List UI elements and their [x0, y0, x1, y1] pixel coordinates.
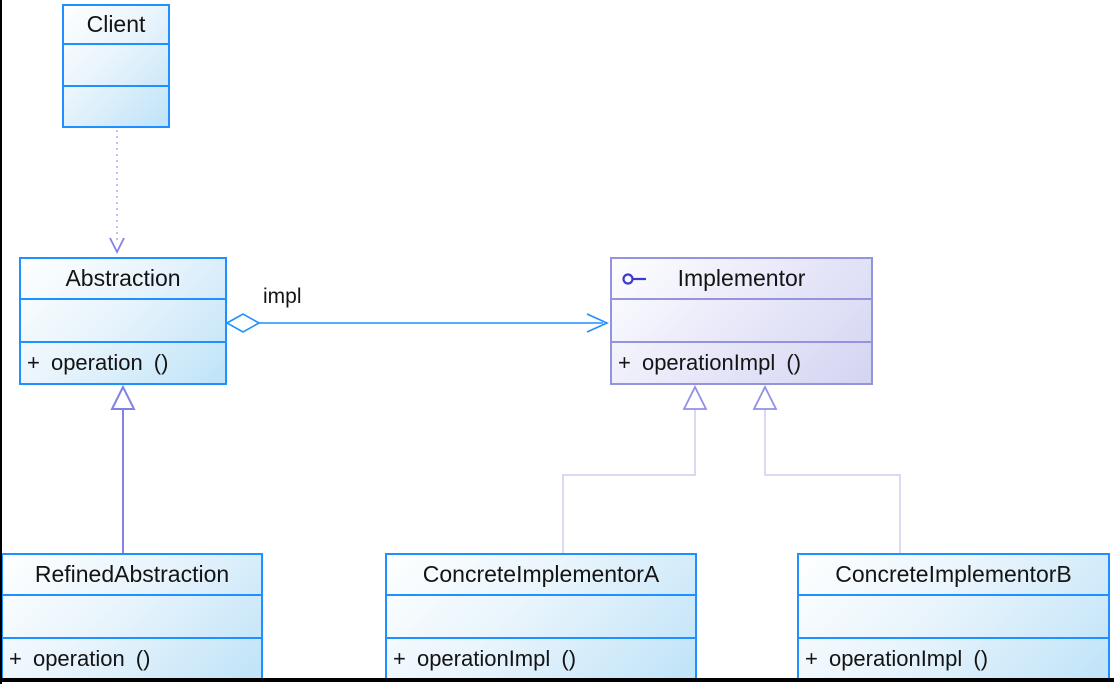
generalization-triangle-implementor-right — [752, 384, 778, 410]
class-title-compartment: ConcreteImplementorA — [387, 555, 695, 596]
attributes-compartment — [387, 596, 695, 639]
aggregation-role-label: impl — [263, 285, 302, 308]
class-title-compartment: Client — [64, 6, 168, 45]
operations-compartment: + operationImpl () — [612, 343, 871, 383]
class-box-concrete-implementor-a[interactable]: ConcreteImplementorA + operationImpl () — [385, 553, 697, 681]
canvas-border-bottom — [0, 678, 1114, 682]
generalization-triangle-abstraction — [110, 384, 136, 410]
aggregation-arrowhead — [586, 313, 609, 333]
class-box-client[interactable]: Client — [62, 4, 170, 128]
generalization-elbow-concrete-implementor-b[interactable] — [764, 409, 901, 553]
generalization-triangle-implementor-left — [682, 384, 708, 410]
method-label: + operationImpl () — [618, 350, 802, 375]
class-title-compartment: RefinedAbstraction — [3, 555, 261, 596]
class-name-implementor: Implementor — [677, 265, 806, 291]
class-box-concrete-implementor-b[interactable]: ConcreteImplementorB + operationImpl () — [797, 553, 1110, 681]
method-label: + operationImpl () — [805, 646, 989, 671]
class-title-compartment: Implementor — [612, 259, 871, 300]
class-name-concrete-implementor-b: ConcreteImplementorB — [835, 561, 1072, 587]
canvas-border-left — [0, 0, 2, 684]
class-name-abstraction: Abstraction — [65, 265, 181, 291]
class-title-compartment: Abstraction — [21, 259, 225, 300]
generalization-elbow-concrete-implementor-a[interactable] — [562, 409, 696, 553]
dependency-arrowhead — [109, 237, 125, 255]
class-name-refined-abstraction: RefinedAbstraction — [34, 561, 230, 587]
method-label: + operation () — [9, 646, 151, 671]
operations-compartment: + operationImpl () — [799, 639, 1108, 679]
method-label: + operationImpl () — [393, 646, 577, 671]
attributes-compartment — [3, 596, 261, 639]
attributes-compartment — [612, 300, 871, 343]
operations-compartment: + operationImpl () — [387, 639, 695, 679]
class-title-compartment: ConcreteImplementorB — [799, 555, 1108, 596]
class-name-client: Client — [86, 11, 146, 37]
operations-compartment: + operation () — [3, 639, 261, 679]
attributes-compartment — [799, 596, 1108, 639]
interface-lollipop-icon — [622, 272, 646, 285]
attributes-compartment — [64, 45, 168, 87]
attributes-compartment — [21, 300, 225, 343]
aggregation-diamond[interactable] — [225, 313, 261, 333]
class-box-implementor[interactable]: Implementor + operationImpl () — [610, 257, 873, 385]
class-box-abstraction[interactable]: Abstraction + operation () — [19, 257, 227, 385]
class-box-refined-abstraction[interactable]: RefinedAbstraction + operation () — [1, 553, 263, 681]
method-label: + operation () — [27, 350, 169, 375]
class-name-concrete-implementor-a: ConcreteImplementorA — [422, 561, 660, 587]
operations-compartment: + operation () — [21, 343, 225, 383]
